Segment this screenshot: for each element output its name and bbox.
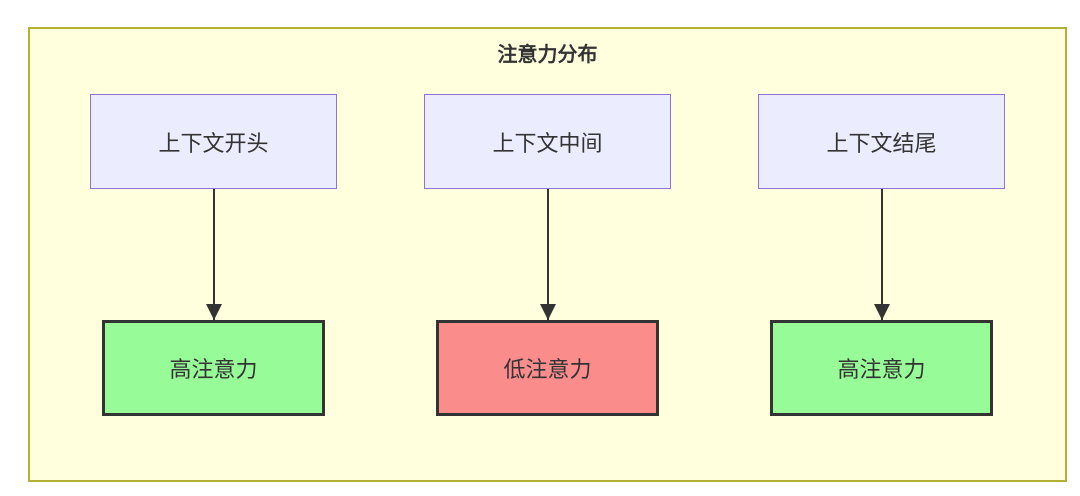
arrow-down-icon	[205, 189, 222, 320]
context-middle-node: 上下文中间	[424, 94, 671, 189]
arrowhead-icon	[873, 304, 890, 320]
attention-result-node: 高注意力	[102, 320, 325, 416]
arrowhead-icon	[539, 304, 556, 320]
flow-column-start: 上下文开头 高注意力	[90, 94, 337, 416]
arrow-down-icon	[539, 189, 556, 320]
attention-result-node: 低注意力	[436, 320, 659, 416]
flow-column-middle: 上下文中间 低注意力	[424, 94, 671, 416]
flow-column-end: 上下文结尾 高注意力	[758, 94, 1005, 416]
attention-result-node: 高注意力	[770, 320, 993, 416]
flow-columns: 上下文开头 高注意力 上下文中间 低注意力 上下文结尾 高注意力	[30, 94, 1065, 416]
arrow-down-icon	[873, 189, 890, 320]
diagram-title: 注意力分布	[497, 44, 598, 66]
arrowhead-icon	[205, 304, 222, 320]
attention-distribution-group: 注意力分布 上下文开头 高注意力 上下文中间 低注意力 上下文结尾	[28, 27, 1067, 482]
context-start-node: 上下文开头	[90, 94, 337, 189]
context-end-node: 上下文结尾	[758, 94, 1005, 189]
